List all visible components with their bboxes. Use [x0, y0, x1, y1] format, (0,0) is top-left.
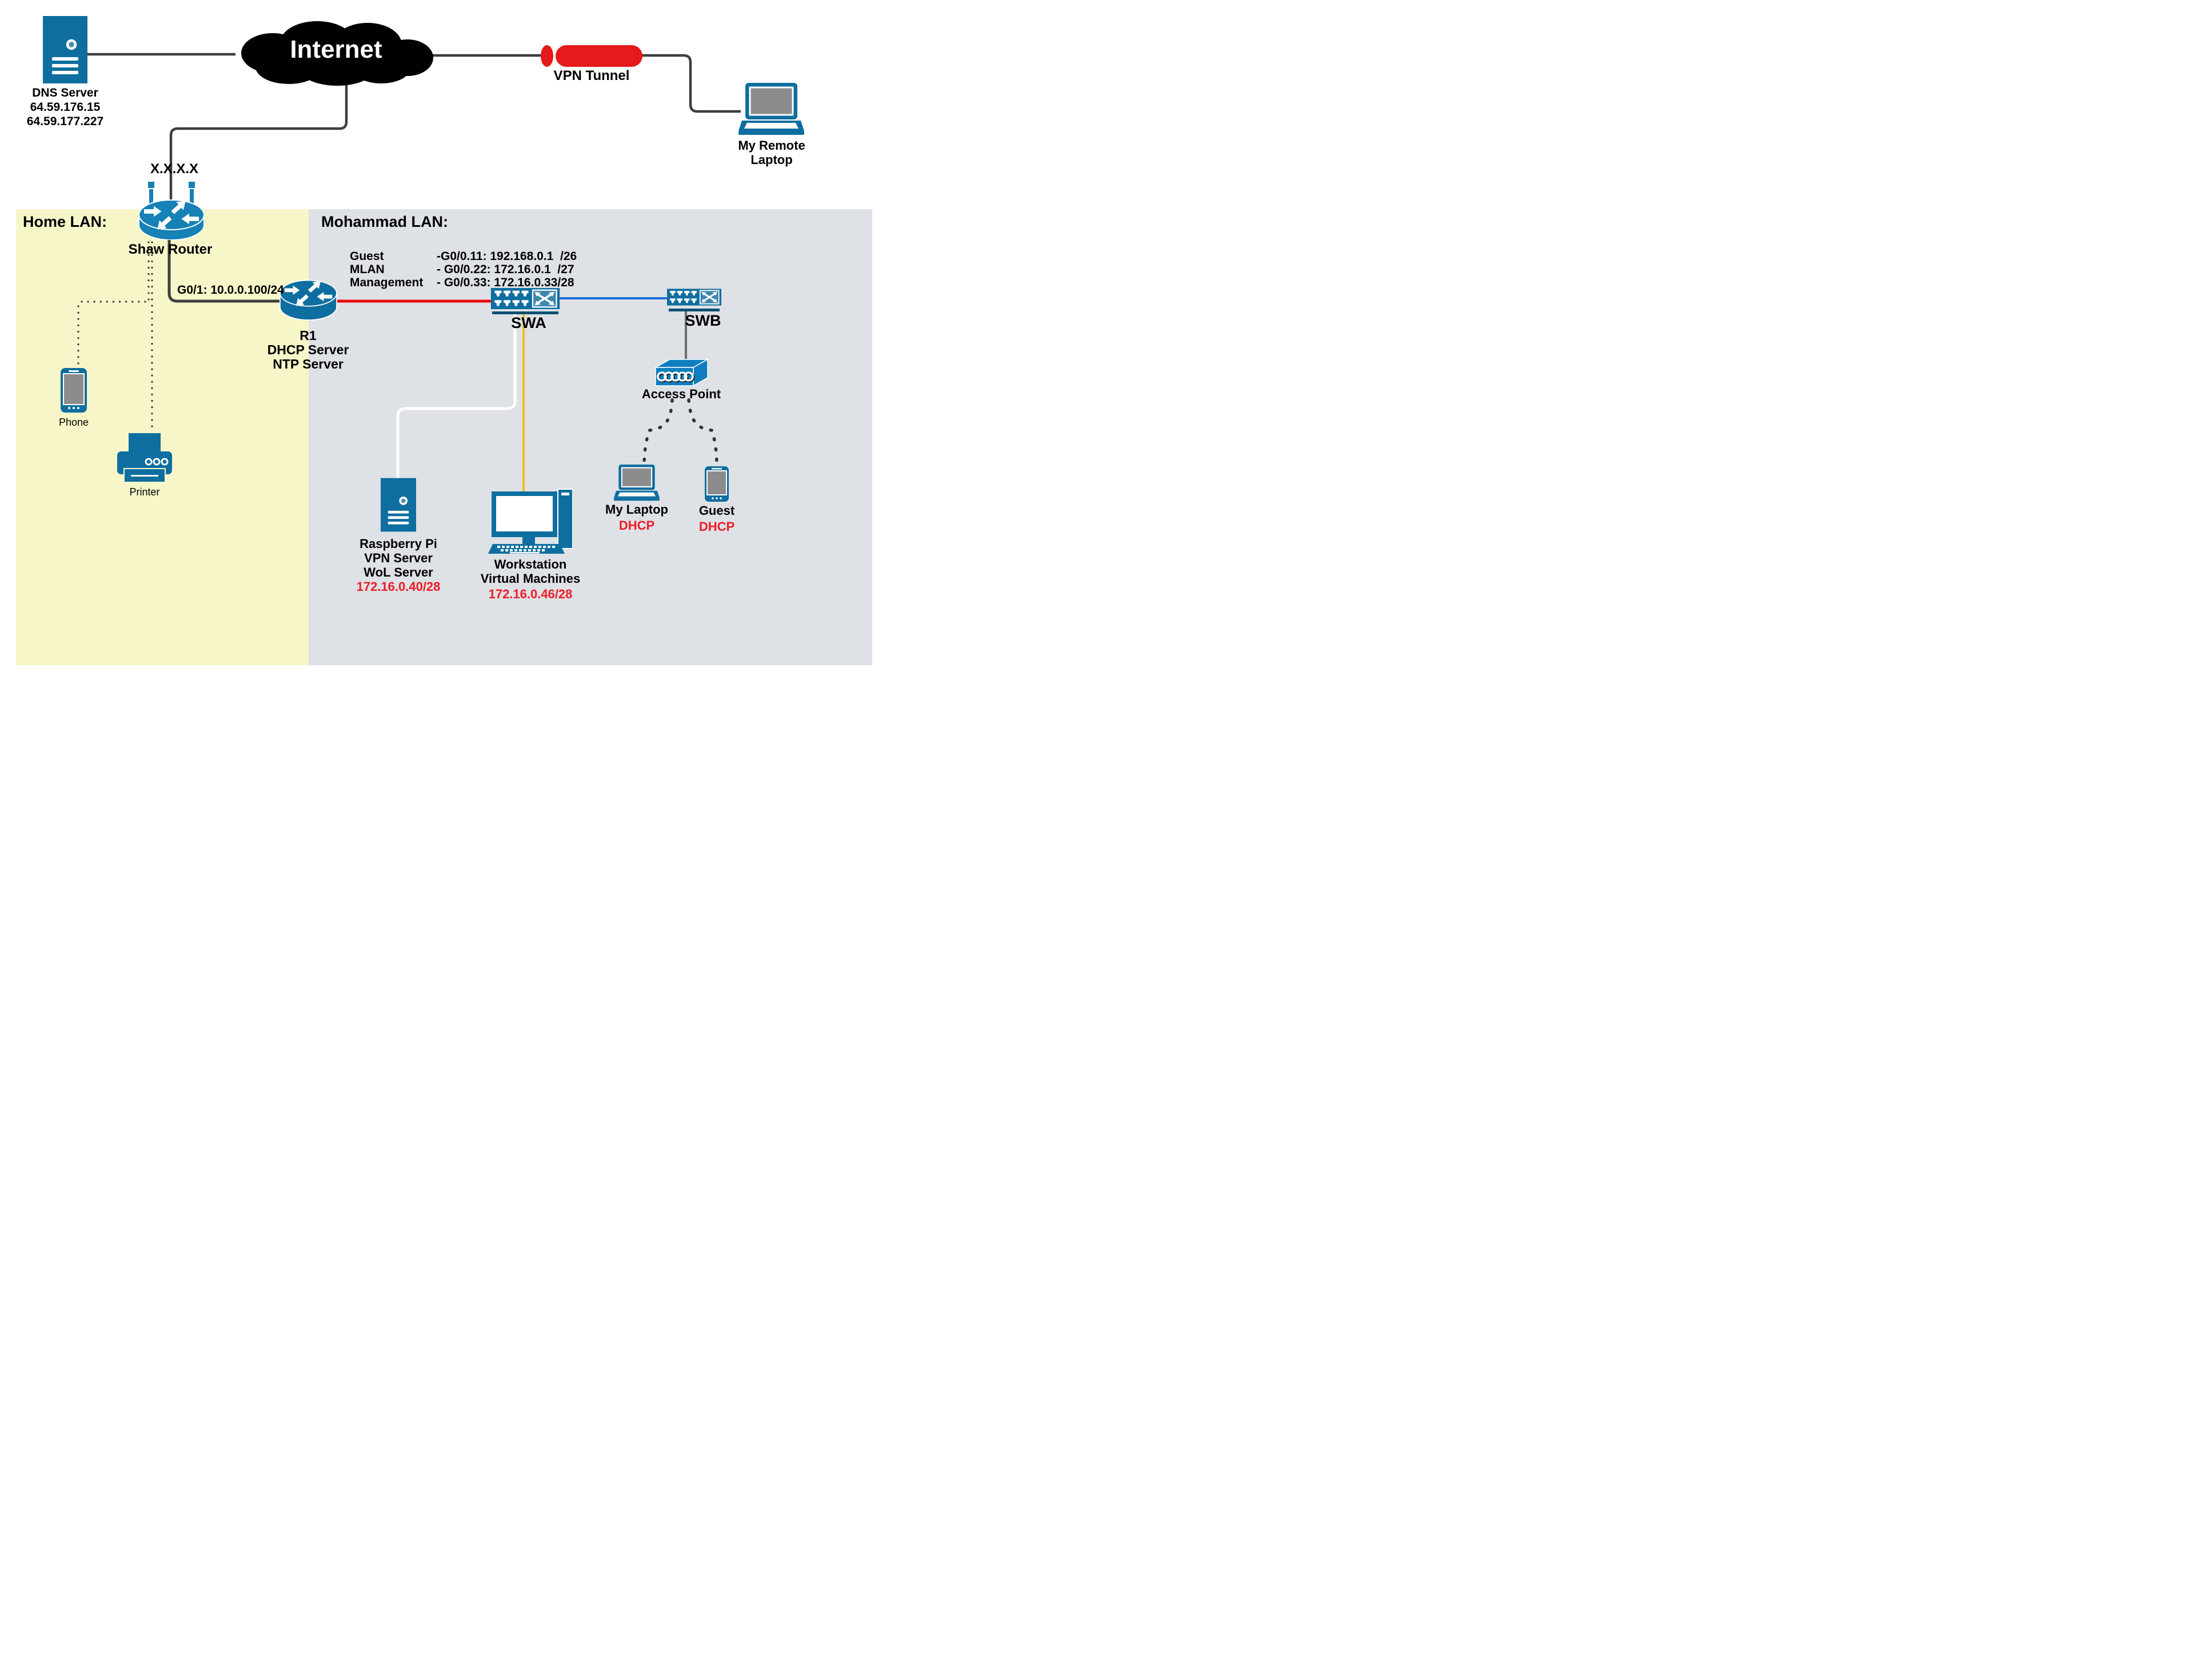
my-laptop-ip: DHCP	[618, 518, 655, 533]
dns-server-name: DNS Server	[32, 86, 98, 99]
phone-icon	[61, 368, 87, 413]
swb-base-bar	[669, 309, 720, 311]
link-internet-shaw	[169, 83, 348, 200]
subinterface-vlan: MLAN	[350, 263, 385, 276]
workstation-name: Workstation	[494, 557, 567, 571]
remote-laptop-name-line1: My Remote	[738, 138, 805, 153]
shaw-wan-ip-label: X.X.X.X	[150, 161, 199, 177]
r1-router-icon	[280, 279, 337, 321]
connection-lines	[77, 53, 741, 494]
dns-server-ip2: 64.59.177.227	[26, 115, 104, 128]
mohammad-lan-label: Mohammad LAN:	[321, 213, 448, 230]
shaw-router-icon	[138, 182, 205, 240]
swb-label: SWB	[685, 312, 721, 329]
r1-role2: NTP Server	[273, 357, 344, 371]
workstation-icon	[488, 489, 573, 554]
my-laptop-name: My Laptop	[605, 502, 668, 517]
subinterface-detail: - G0/0.33: 172.16.0.33/28	[437, 276, 574, 289]
raspberry-pi-icon	[381, 478, 416, 532]
printer-icon	[117, 433, 172, 483]
raspberry-pi-name: Raspberry Pi	[360, 537, 437, 551]
my-laptop-icon	[614, 465, 660, 501]
subinterface-row-mlan: MLAN - G0/0.22: 172.16.0.1 /27	[350, 263, 577, 276]
remote-laptop-name-line2: Laptop	[750, 153, 793, 167]
internet-label: Internet	[290, 35, 382, 63]
wireless-dotted-ap-laptop	[642, 398, 674, 468]
home-lan-region	[16, 209, 309, 665]
network-diagram: Home LAN: Mohammad LAN: DNS Server 64.59…	[0, 0, 883, 672]
workstation-role1: Virtual Machines	[480, 571, 581, 586]
vpn-tunnel-label: VPN Tunnel	[553, 68, 630, 83]
raspberry-pi-role1: VPN Server	[364, 551, 433, 565]
r1-subinterface-table: Guest -G0/0.11: 192.168.0.1 /26 MLAN - G…	[350, 250, 577, 289]
phone-label: Phone	[58, 417, 89, 428]
subinterface-detail: - G0/0.22: 172.16.0.1 /27	[437, 263, 574, 276]
access-point-label: Access Point	[641, 387, 721, 401]
remote-laptop-icon	[738, 83, 804, 135]
link-vpn-remote-laptop	[640, 54, 741, 113]
subinterface-vlan: Guest	[350, 250, 384, 263]
mohammad-lan-region	[309, 209, 872, 665]
link-shaw-r1	[167, 237, 283, 303]
home-lan-label: Home LAN:	[23, 213, 107, 230]
subinterface-vlan: Management	[350, 276, 424, 289]
swa-base-bar	[492, 311, 558, 314]
swa-switch-icon	[490, 288, 560, 309]
swb-switch-icon	[667, 289, 721, 306]
raspberry-pi-role2: WoL Server	[364, 565, 433, 579]
subinterface-row-management: Management - G0/0.33: 172.16.0.33/28	[350, 276, 577, 289]
wireless-dotted-ap-guest	[687, 398, 718, 468]
dns-server-icon	[43, 16, 87, 83]
internet-cloud-icon	[241, 21, 433, 86]
r1-role1: DHCP Server	[267, 342, 349, 357]
swa-label: SWA	[511, 314, 546, 331]
r1-name: R1	[300, 328, 317, 343]
subinterface-row-guest: Guest -G0/0.11: 192.168.0.1 /26	[350, 250, 577, 263]
raspberry-pi-ip: 172.16.0.40/28	[356, 579, 441, 594]
r1-g01-label: G0/1: 10.0.0.100/24	[177, 283, 284, 297]
access-point-icon	[654, 358, 709, 387]
printer-label: Printer	[129, 486, 160, 498]
guest-device-ip: DHCP	[698, 519, 735, 534]
vpn-tunnel-icon	[541, 45, 642, 67]
shaw-router-name: Shaw Router	[128, 242, 213, 257]
subinterface-detail: -G0/0.11: 192.168.0.1 /26	[437, 250, 577, 263]
workstation-ip: 172.16.0.46/28	[488, 587, 573, 601]
guest-device-name: Guest	[698, 503, 735, 518]
link-swa-raspberrypi-white	[396, 314, 517, 479]
dns-server-ip1: 64.59.176.15	[30, 101, 101, 114]
guest-phone-icon	[705, 466, 729, 502]
